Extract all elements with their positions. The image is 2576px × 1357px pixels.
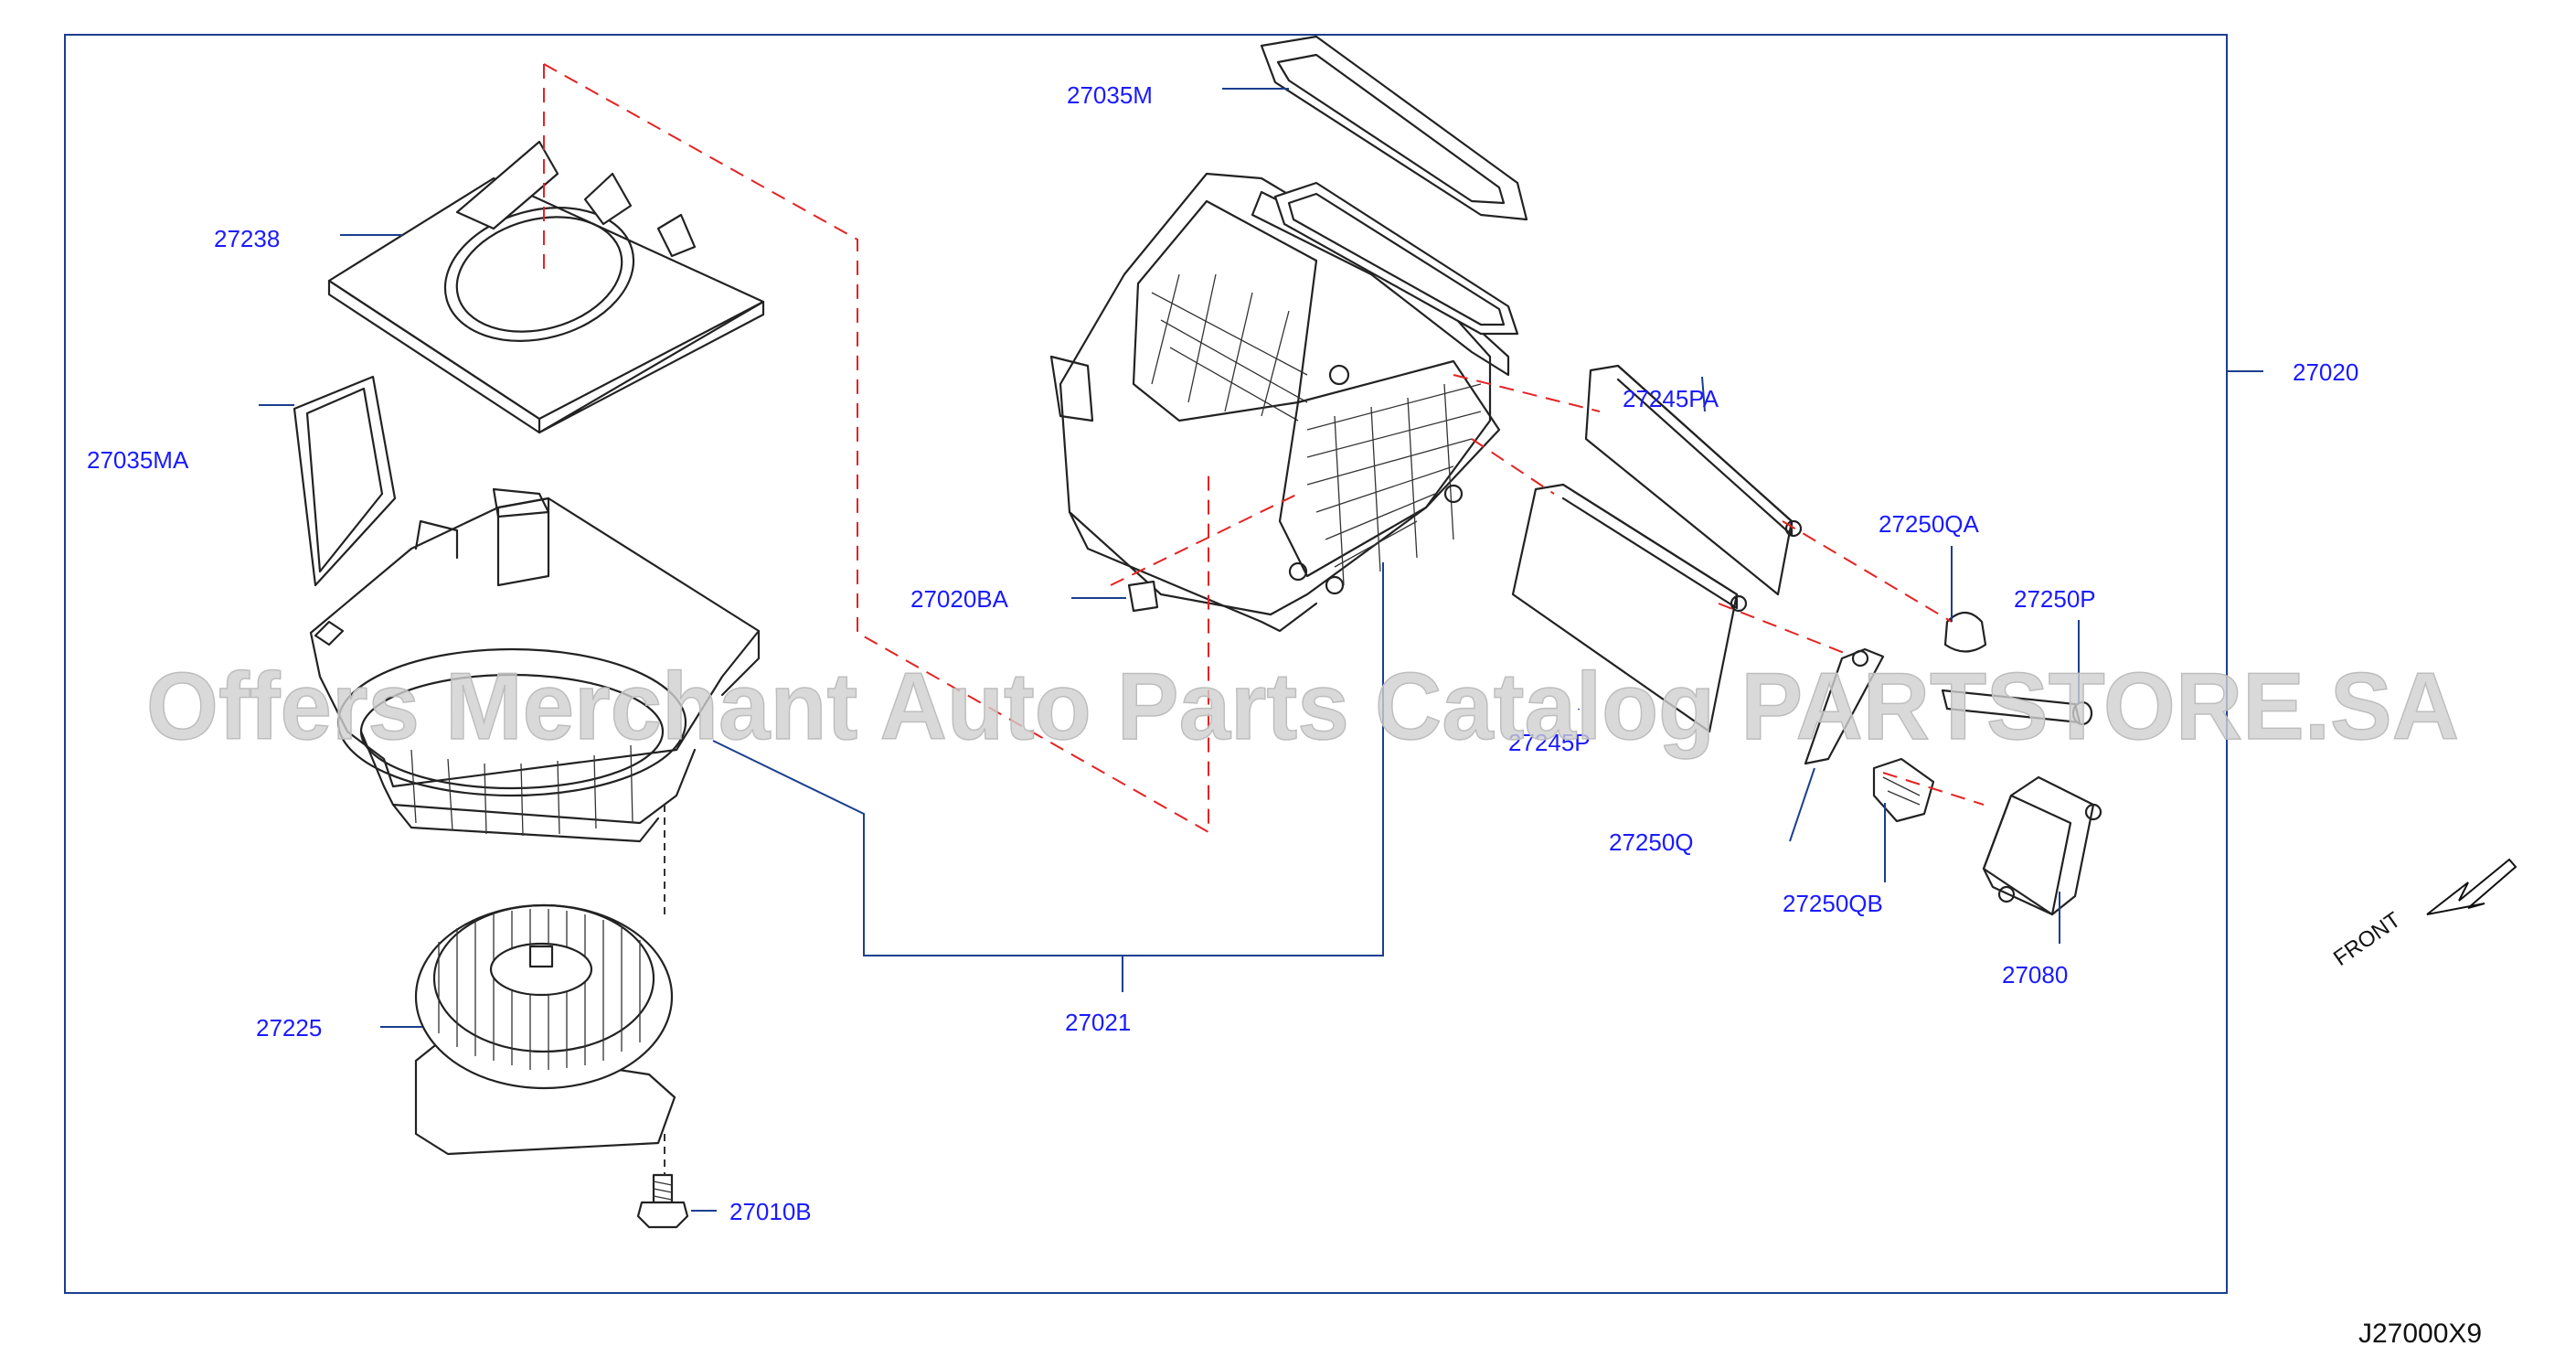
drawing-code: J27000X9: [2358, 1319, 2482, 1349]
callout-27238: 27238: [214, 225, 280, 252]
callout-27250QA: 27250QA: [1879, 510, 1980, 538]
callout-27020BA: 27020BA: [910, 585, 1009, 613]
filter-27245PA-drawing: [1584, 364, 1803, 596]
diagram-frame: [64, 34, 2228, 1294]
phantom-lines: [543, 63, 1985, 1175]
blower-motor-27225-drawing: [414, 903, 676, 1156]
callout-27245P: 27245P: [1508, 729, 1591, 756]
callout-27250QB: 27250QB: [1783, 890, 1883, 917]
cap-27250QA-drawing: [1943, 611, 1987, 653]
callout-27080: 27080: [2002, 961, 2068, 988]
lever-27250Q-drawing: [1804, 647, 1885, 765]
rod-27250P-drawing: [1941, 689, 2093, 726]
amp-27080-drawing: [1982, 775, 2102, 916]
callout-27035MA: 27035MA: [87, 446, 189, 474]
sensor-27250QB-drawing: [1872, 757, 1935, 823]
callout-27250P: 27250P: [2014, 585, 2096, 613]
callout-27250Q: 27250Q: [1609, 828, 1694, 856]
seal-27035M-drawing: [1260, 35, 1528, 336]
callout-27225: 27225: [256, 1014, 322, 1042]
callout-27245PA: 27245PA: [1623, 385, 1719, 412]
heater-unit-drawing: [1049, 172, 1510, 633]
gasket-plate-27238-drawing: [327, 140, 765, 434]
front-label: FRONT: [2329, 907, 2405, 971]
callout-27020: 27020: [2293, 358, 2358, 386]
filter-27245P-drawing: [1511, 483, 1748, 733]
screw-27010B-drawing: [636, 1173, 689, 1229]
watermark-text: Offers Merchant Auto Parts Catalog PARTS…: [146, 654, 2459, 760]
seal-27035MA-drawing: [293, 375, 397, 587]
callout-27021: 27021: [1065, 1009, 1131, 1036]
front-arrow-icon: [2426, 858, 2517, 915]
callout-27035M: 27035M: [1067, 81, 1153, 109]
blower-housing-drawing: [309, 487, 761, 843]
leader-lines: [259, 88, 2263, 1212]
callout-27010B: 27010B: [729, 1198, 812, 1225]
